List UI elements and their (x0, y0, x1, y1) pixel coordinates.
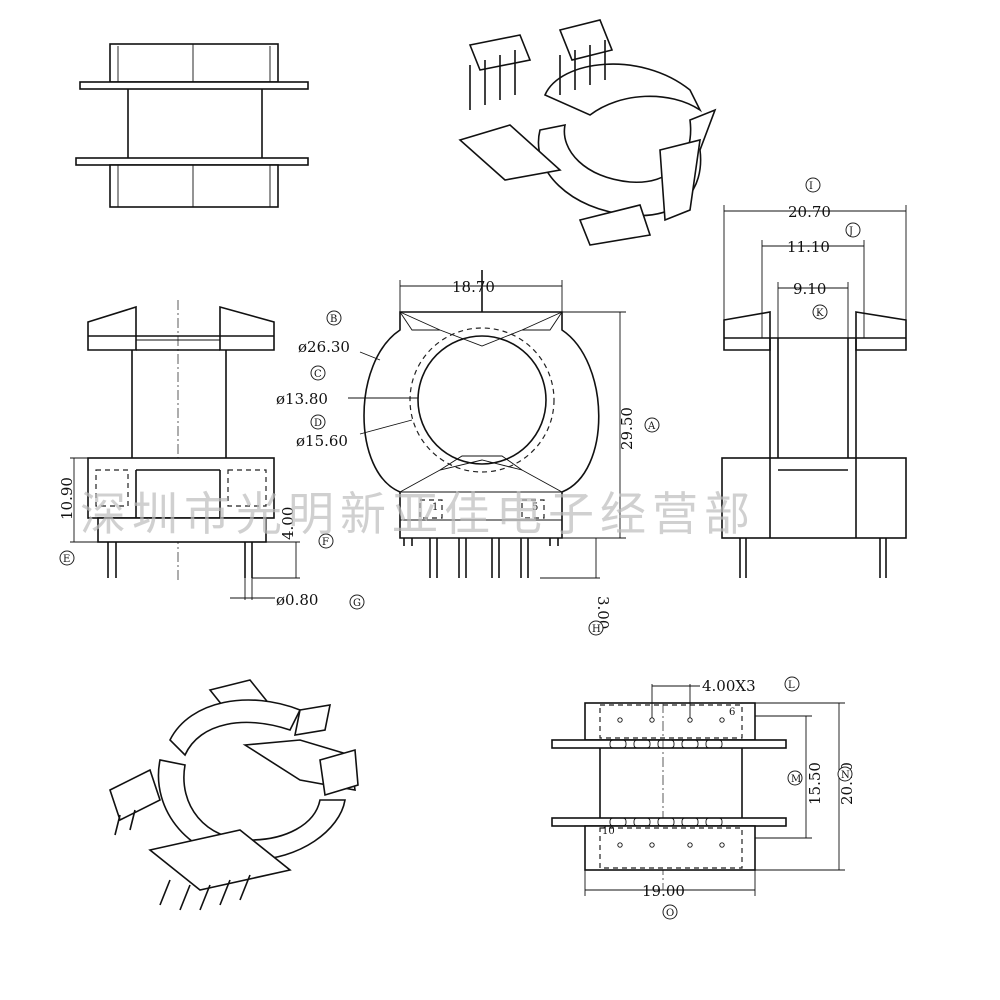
bottom-view-slots (609, 739, 723, 827)
label-c: C (314, 369, 322, 380)
pin-no-10: 10 (602, 826, 615, 837)
label-k: K (816, 308, 824, 319)
label-i: I (809, 181, 813, 192)
label-f: F (322, 537, 329, 548)
label-n: N (841, 770, 850, 781)
iso-view-bottom (109, 679, 359, 911)
dim-15-50: 15.50 (806, 762, 824, 805)
dim-19-00: 19.00 (642, 882, 685, 900)
dim-26-30: ø26.30 (298, 338, 350, 356)
label-h: H (592, 624, 601, 635)
dim-4-00x3: 4.00X3 (702, 677, 756, 695)
watermark-text: 深圳市光明新亚佳电子经营部 (80, 487, 756, 541)
dim-11-10: 11.10 (787, 238, 830, 256)
label-e: E (63, 554, 70, 565)
pin-no-5: 5 (532, 502, 538, 513)
dim-10-90: 10.90 (58, 477, 76, 520)
front-view: 18.70 29.50 A 3.00 H B ø26.30 C ø13.80 D… (276, 270, 660, 636)
side-view-left: 10.90 4.00 ø0.80 E F G (58, 300, 365, 610)
dim-13-80: ø13.80 (276, 390, 328, 408)
bottom-view: 6 10 4.00X3 L 15.50 M 20.70 N 19.00 O (551, 676, 856, 920)
dim-9-10: 9.10 (793, 280, 826, 298)
label-d: D (314, 418, 322, 429)
iso-view-top (458, 19, 717, 246)
pin-no-1: 1 (432, 502, 438, 513)
dim-15-60: ø15.60 (296, 432, 348, 450)
dim-18-70: 18.70 (452, 278, 495, 296)
top-view (75, 43, 309, 208)
front-view-pins (403, 538, 559, 578)
label-o: O (666, 908, 674, 919)
iso-view-top-pins (469, 40, 606, 110)
pin-no-6: 6 (729, 707, 735, 718)
iso-view-bottom-pins (114, 809, 251, 911)
label-j: J (848, 226, 853, 237)
label-b: B (330, 314, 337, 325)
dim-20-70-top: 20.70 (788, 203, 831, 221)
label-m: M (791, 774, 801, 785)
label-a: A (647, 421, 656, 432)
label-g: G (353, 598, 361, 609)
bottom-view-holes (617, 717, 725, 848)
dim-0-80: ø0.80 (276, 591, 318, 609)
dim-4-00: 4.00 (279, 507, 297, 540)
label-l: L (788, 680, 795, 691)
dim-29-50: 29.50 (618, 407, 636, 450)
side-view-right: 20.70 I 11.10 J 9.10 K (721, 177, 907, 578)
